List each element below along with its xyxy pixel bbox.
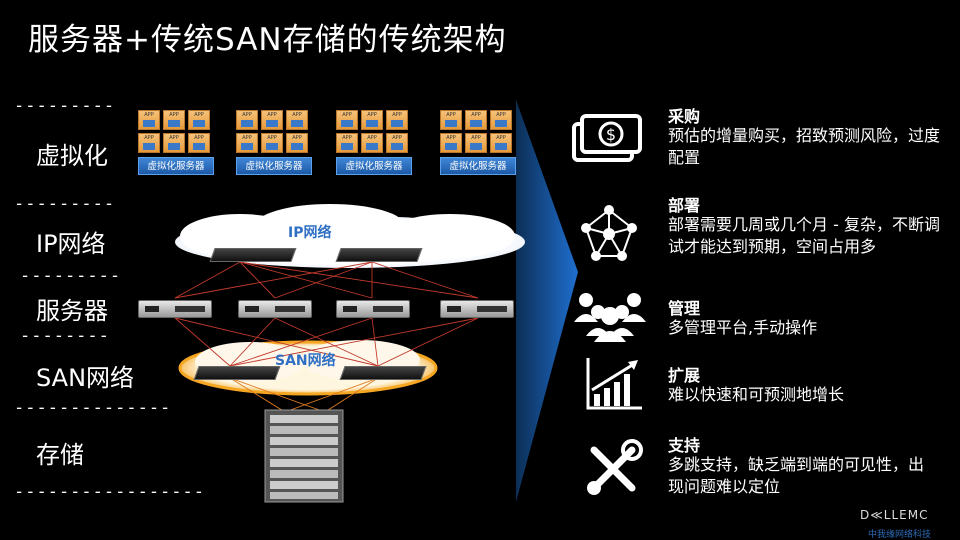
host-label: 虚拟化服务器 (336, 157, 412, 175)
app-icon: APP (261, 110, 283, 130)
host-label: 虚拟化服务器 (440, 157, 516, 175)
app-icon: APP (336, 133, 358, 153)
layer-label-san-network: SAN网络 (36, 364, 135, 392)
app-icon: APP (465, 110, 487, 130)
host-label: 虚拟化服务器 (236, 157, 312, 175)
app-icon: APP (236, 133, 258, 153)
ip-switch (335, 248, 423, 262)
app-icon: APP (286, 110, 308, 130)
app-icon: APP (440, 110, 462, 130)
app-icon: APP (336, 110, 358, 130)
app-icon: APP (188, 110, 210, 130)
item-desc-scaling: 难以快速和可预测地增长 (668, 385, 845, 404)
storage-array (264, 409, 344, 503)
server (238, 300, 312, 318)
virtualization-host: APP APP APP APP APP APP 虚拟化服务器 (336, 110, 412, 175)
separator-line: -------- (20, 326, 110, 346)
app-icon: APP (163, 110, 185, 130)
host-label: 虚拟化服务器 (138, 157, 214, 175)
app-icon: APP (261, 133, 283, 153)
tools-icon (587, 439, 643, 495)
app-icon: APP (465, 133, 487, 153)
virtualization-host: APP APP APP APP APP APP 虚拟化服务器 (440, 110, 516, 175)
app-icon: APP (286, 133, 308, 153)
virtualization-host: APP APP APP APP APP APP 虚拟化服务器 (236, 110, 312, 175)
san-links (174, 317, 479, 367)
server (336, 300, 410, 318)
server (138, 300, 212, 318)
item-title-deployment: 部署 (668, 196, 701, 215)
dell-emc-logo: D≪LLEMC (860, 508, 929, 522)
layer-label-virtualization: 虚拟化 (36, 142, 108, 170)
app-icon: APP (163, 133, 185, 153)
watermark: 中我缘网络科技 (868, 530, 932, 540)
item-desc-procurement: 预估的增量购买，招致预测风险，过度配置 (668, 126, 941, 167)
page-title: 服务器+传统SAN存储的传统架构 (28, 22, 507, 58)
item-desc-deployment: 部署需要几周或几个月 - 复杂，不断调试才能达到预期，空间占用多 (668, 215, 940, 256)
app-icon: APP (440, 133, 462, 153)
app-icon: APP (490, 110, 512, 130)
app-icon: APP (138, 133, 160, 153)
separator-line: --------- (14, 194, 116, 214)
app-icon: APP (188, 133, 210, 153)
item-desc-management: 多管理平台,手动操作 (668, 318, 818, 337)
svg-text:$: $ (606, 125, 616, 144)
san-switch (339, 366, 427, 380)
app-icon: APP (386, 110, 408, 130)
item-title-scaling: 扩展 (668, 366, 701, 385)
app-icon: APP (138, 110, 160, 130)
growth-chart-icon (586, 358, 642, 410)
app-icon: APP (361, 110, 383, 130)
ip-network-label: IP网络 (288, 225, 332, 241)
app-icon: APP (236, 110, 258, 130)
virtualization-host: APP APP APP APP APP APP 虚拟化服务器 (138, 110, 214, 175)
app-icon: APP (386, 133, 408, 153)
ip-links (174, 261, 479, 299)
separator-line: --------- (20, 266, 122, 286)
layer-label-storage: 存储 (36, 441, 84, 469)
separator-line: ----------------- (14, 482, 205, 502)
separator-line: -------------- (14, 398, 172, 418)
storage-links (229, 377, 379, 413)
server (440, 300, 514, 318)
app-icon: APP (361, 133, 383, 153)
ip-switch (209, 248, 297, 262)
money-icon: $ (572, 114, 642, 162)
san-switch (193, 366, 281, 380)
network-icon (581, 205, 637, 261)
item-title-support: 支持 (668, 436, 701, 455)
separator-line: --------- (14, 96, 116, 116)
item-title-procurement: 采购 (668, 107, 701, 126)
san-network-label: SAN网络 (275, 353, 336, 369)
layer-label-ip-network: IP网络 (36, 230, 106, 258)
item-title-management: 管理 (668, 299, 701, 318)
funnel-shape (516, 100, 578, 502)
app-icon: APP (490, 133, 512, 153)
layer-label-servers: 服务器 (36, 297, 108, 325)
item-desc-support: 多跳支持，缺乏端到端的可见性，出现问题难以定位 (668, 455, 925, 496)
people-icon (574, 293, 646, 342)
